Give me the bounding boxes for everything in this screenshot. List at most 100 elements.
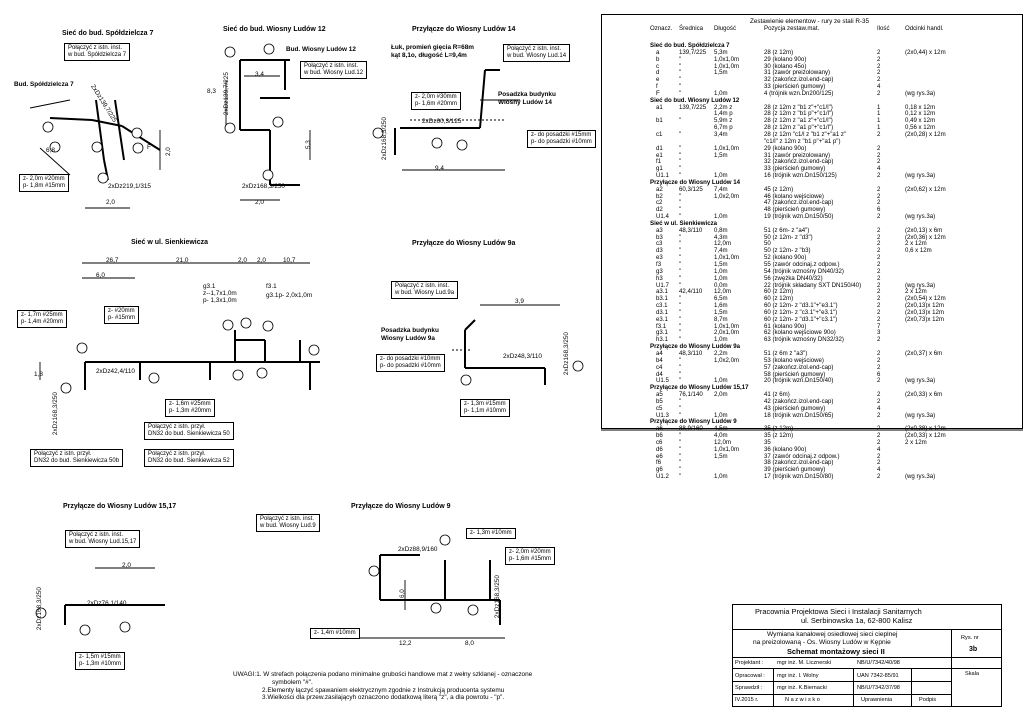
person-3-role: Sprawdził : [735,685,763,691]
table-cell: " [679,199,682,207]
table-cell: 12,0m [714,240,731,248]
dim-sp-1: 6,8 [46,147,55,154]
table-cell: 2 [877,473,881,481]
table-cell: b [656,55,660,63]
rys-number: 3b [969,646,978,653]
table-cell: e1 [656,151,663,159]
table-cell: 33 (pierścień gumowy) [764,83,826,91]
table-cell: 2 [877,438,881,446]
rys-label: Rys. nr [961,635,979,641]
table-cell: 60 (z 12m- z "d3.1"+"e3.1") [764,302,838,310]
table-cell: 2 [877,288,881,296]
table-cell: " [679,466,682,474]
note-insulation-wiosny9-3: z- 1,4m #10mm [310,628,360,639]
table-cell: 2 [877,261,881,268]
table-cell: 48 (pierścień gumowy) [764,206,826,214]
sheet-title: Schemat montażowy sieci II [787,647,885,656]
table-cell: " [679,404,682,412]
table-cell: 1,6m [714,302,728,310]
table-cell: 1,0x1,0m [714,322,740,330]
project-line-1: Wymiana kanałowej osiedlowej sieci ciepl… [767,631,898,638]
table-cell: 2 x 12m [905,438,927,446]
dim-w9-2: 8,0 [465,640,474,647]
table-cell: 1,0x1,0m [714,445,740,453]
table-cell: 1,5m [714,261,728,268]
table-cell: 1,0x2,0m [714,356,740,364]
label-pipe-sienk-b: 2xDz168,3/250 [51,392,59,436]
table-cell: " [679,261,682,268]
table-cell: 2 [877,452,881,460]
table-cell: a3.1 [656,288,668,296]
table-cell: b6 [656,432,663,440]
table-cell: 2 [877,192,881,200]
title-wiosny1517: Przyłącze do Wiosny Ludów 15,17 [63,503,177,510]
table-cell: " [679,274,682,282]
table-cell: " [679,55,682,63]
label-pipe-w9a: 2xDz88,9/160 [398,546,438,553]
table-cell: " [679,69,682,77]
table-cell: " [679,240,682,248]
note-connect-spoldzielcza: Połączyć z istn. inst.w bud. Spółdzielcz… [64,43,131,61]
table-cell: 7 [877,322,881,330]
table-cell: f3 [656,261,662,268]
label-floor-14-b: Wiosny Ludów 14 [498,99,552,106]
dim-w14-1: 9,4 [435,165,444,172]
table-cell: 53 (kolano wejściowe) [764,356,824,364]
table-cell: 1,0m [714,213,728,221]
table-cell: 1 [877,110,881,118]
table-cell: (2x0,73)x 12m [905,315,944,323]
table-cell: e [656,76,660,84]
label-pipe-w12b: 2xDz168,3/250 [242,183,285,190]
person-1-license: NB/U/7342/40/98 [857,660,900,666]
table-row: d4"58 (pierścień gumowy)6 [650,370,1024,379]
table-cell: 1 [877,117,881,125]
table-section-header: Sieć w ul. Sienkiewicza [650,219,718,227]
table-cell: 32 (zakończ.izol.end-cap) [764,76,834,84]
table-cell: 4,5m [714,425,728,433]
note-connect-sienkiewicza-52: Połączyć z istn. przył.DN32 do bud. Sien… [144,449,234,467]
table-cell: 2,2m z [714,103,733,111]
table-cell: 5,3m [714,48,728,56]
table-cell: 4 [877,466,881,474]
table-cell: F [656,89,660,97]
dim-w9-1: 12,2 [399,640,412,647]
table-cell: 2 x 12m [905,288,927,296]
label-pipe-w14b: 2xDz168,3/250 [380,117,388,161]
table-cell: 2 [877,356,881,364]
table-cell: 46 (kolano wejściowe) [764,192,824,200]
table-cell: 2 [877,391,881,399]
label-arc-2: kąt 8,1o, długość L=9,4m [391,52,467,59]
table-cell: " [679,370,682,378]
table-cell: " [679,267,682,275]
person-2-name: mgr inż. I. Wolny [777,673,819,679]
table-cell: 52 (kolano 90o) [764,254,807,262]
title-wiosny12: Sieć do bud. Wiosny Ludów 12 [223,26,326,33]
table-cell: " [679,452,682,460]
label-pipe-w14a: 2xDz60,3/125 [422,118,462,125]
table-row: g6"39 (pierścień gumowy)4 [650,466,1024,474]
date: IV.2015 r. [735,697,759,703]
table-row: b5"42 (zakończ.izol.end-cap)2 [650,398,1024,406]
table-cell: 0,18 x 12m [905,103,936,111]
table-cell: f6 [656,459,662,467]
table-cell: 20 (trójnik wzn.Dn150/40) [764,377,834,385]
table-cell: " [679,117,682,125]
table-row: d2"48 (pierścień gumowy)6 [650,206,1024,214]
